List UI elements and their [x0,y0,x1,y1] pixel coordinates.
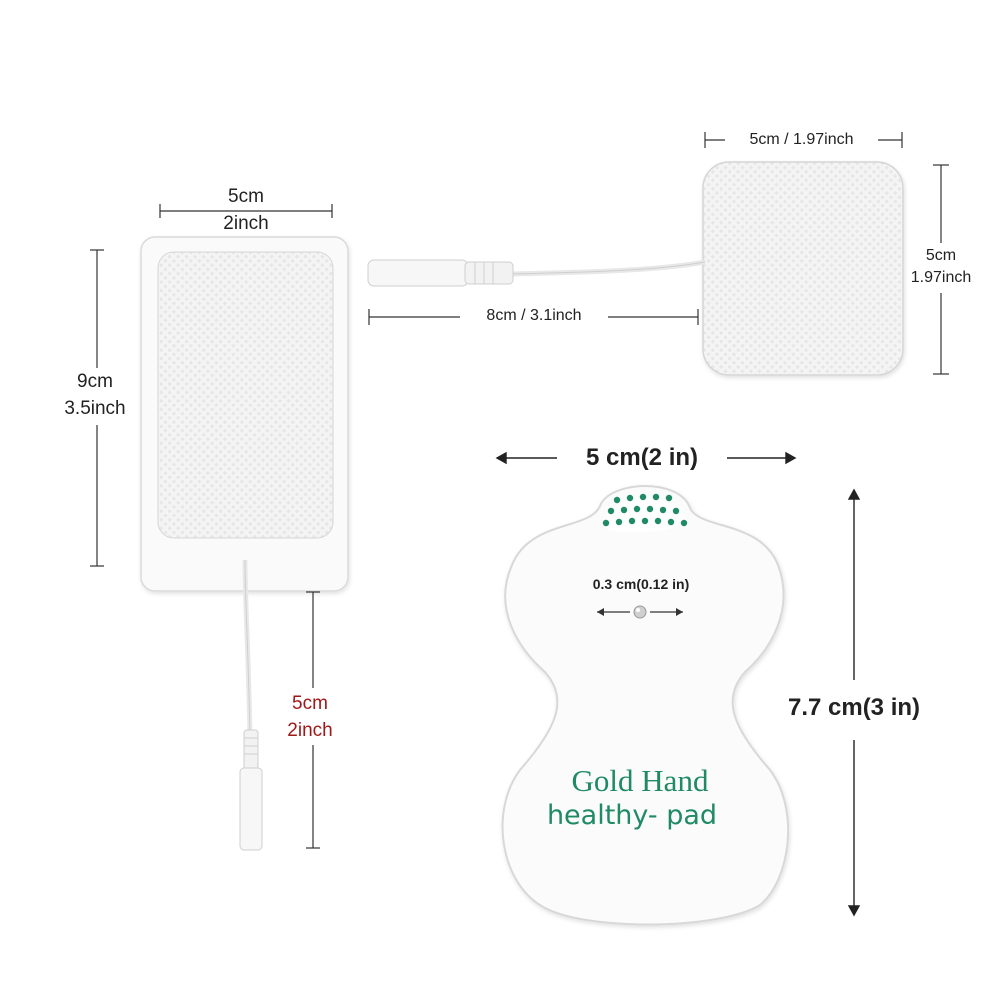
green-dot-pattern [602,493,688,527]
rect-width-in: 2inch [223,213,269,234]
lead-length-dimension [306,591,320,849]
cable-length-label: 8cm / 3.1inch [486,307,582,324]
lead-length-cm: 5cm [292,693,328,714]
square-electrode-pad [367,161,904,376]
butterfly-height-dimension [847,488,861,917]
square-width-dimension [704,132,903,148]
snap-connector [633,605,647,619]
lead-length-in: 2inch [287,720,333,741]
rect-height-dimension [90,249,104,567]
rect-height-in: 3.5inch [64,398,126,419]
brand-tagline: healthy- pad [546,800,718,831]
butterfly-electrode-pad [501,485,790,926]
square-width-label: 5cm / 1.97inch [749,131,854,148]
snap-size-label: 0.3 cm(0.12 in) [592,576,690,592]
cable-length-dimension [368,309,699,325]
rect-height-cm: 9cm [77,371,113,392]
brand-name: Gold Hand [571,763,709,798]
butterfly-width-dimension [495,451,797,465]
rect-width-dimension [159,204,333,218]
square-height-cm: 5cm [925,247,957,264]
square-height-dimension [933,164,949,375]
rect-electrode-pad [140,236,349,851]
rect-width-cm: 5cm [228,186,264,207]
butterfly-height-label: 7.7 cm(3 in) [787,694,921,721]
butterfly-width-label: 5 cm(2 in) [585,444,699,471]
square-height-in: 1.97inch [910,269,972,286]
